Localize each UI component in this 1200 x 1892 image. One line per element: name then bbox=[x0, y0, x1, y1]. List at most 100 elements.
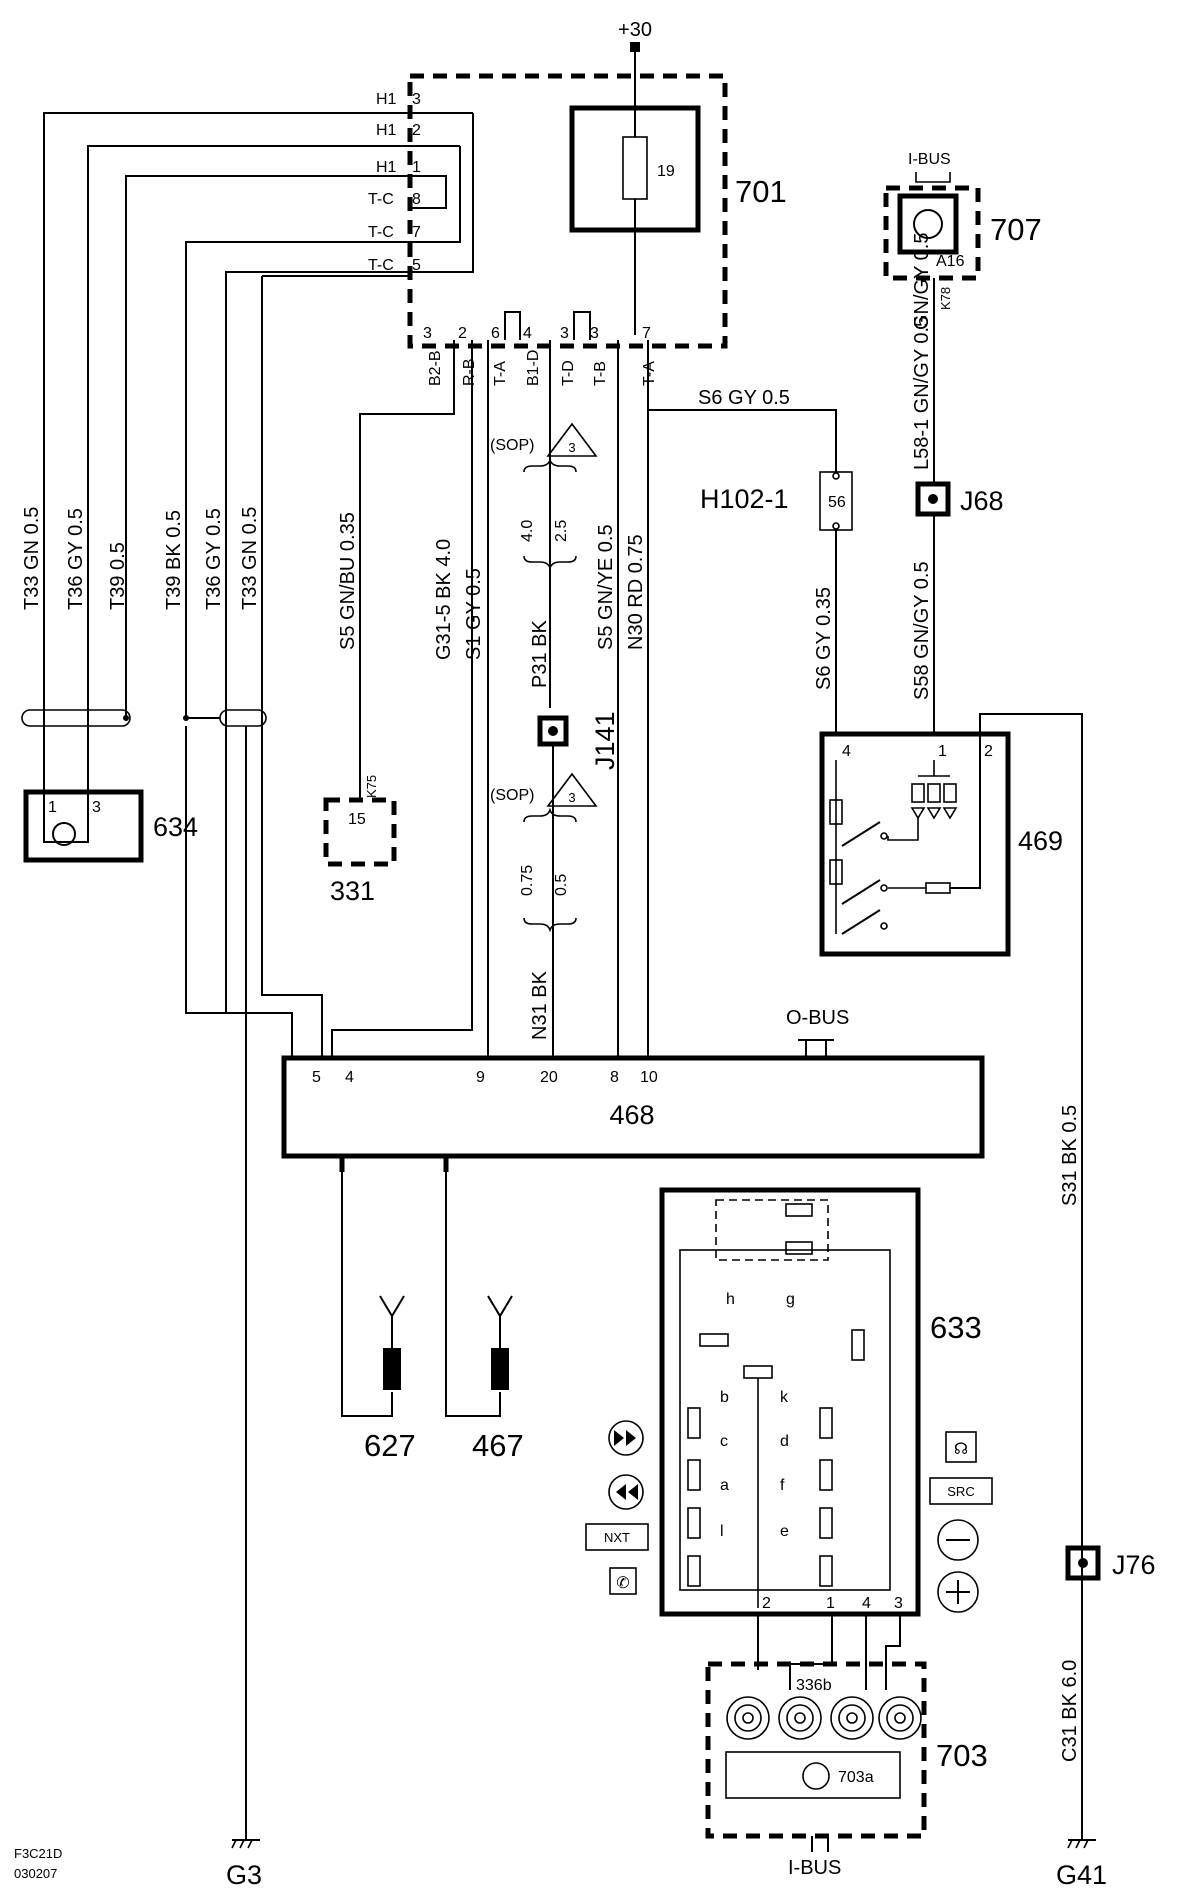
switch-a: a bbox=[720, 1477, 729, 1494]
sop-tri-1: 3 bbox=[568, 440, 575, 455]
ground-g41: G41 bbox=[1056, 1839, 1107, 1890]
pin-label-2: H1 bbox=[376, 159, 397, 176]
fuse-19 bbox=[622, 136, 648, 200]
svg-text:✆: ✆ bbox=[616, 1575, 629, 1592]
size-4-0: 4.0 bbox=[519, 520, 536, 542]
supply-30: +30 bbox=[618, 19, 652, 137]
bpin-6: 7 bbox=[642, 325, 651, 342]
voice-icon bbox=[945, 1431, 977, 1463]
pin-633-4: 4 bbox=[862, 1595, 871, 1612]
switch-f: f bbox=[780, 1477, 785, 1494]
twisted-pair-shield bbox=[21, 709, 267, 727]
wire-t33b: T33 GN 0.5 bbox=[239, 507, 261, 610]
bpin-name-2: T-A bbox=[492, 361, 509, 386]
label-467: 467 bbox=[472, 1428, 524, 1463]
component-707: I-BUS A16 707 bbox=[883, 151, 1042, 484]
component-468: 5 4 9 20 8 10 468 O-BUS bbox=[281, 1007, 985, 1172]
pin-a16: A16 bbox=[936, 253, 965, 270]
switch-d: d bbox=[780, 1433, 789, 1450]
wire-s31-label: S31 BK 0.5 bbox=[1059, 1105, 1081, 1206]
bpin-2: 6 bbox=[491, 325, 500, 342]
label-336b: 336b bbox=[796, 1677, 832, 1694]
drawing-date: 030207 bbox=[14, 1866, 57, 1881]
switch-h: h bbox=[726, 1291, 735, 1308]
pin-469-4: 4 bbox=[842, 743, 851, 760]
supply-label: +30 bbox=[618, 19, 652, 41]
switch-e: e bbox=[780, 1523, 789, 1540]
pin-331-15: 15 bbox=[348, 811, 366, 828]
bpin-name-3: B1-D bbox=[525, 350, 542, 386]
wire-s6top-label: S6 GY 0.5 bbox=[698, 387, 790, 409]
volume-up-icon bbox=[937, 1571, 979, 1613]
bpin-name-0: B2-B bbox=[427, 350, 444, 386]
pin-label-0: H1 bbox=[376, 91, 397, 108]
wire-s5b-label: S5 GN/YE 0.5 bbox=[595, 524, 617, 650]
pin-number-5: 5 bbox=[412, 257, 421, 274]
ibus-top-label: I-BUS bbox=[908, 151, 951, 168]
wire-t36b: T36 GY 0.5 bbox=[203, 508, 225, 610]
bpin-3: 4 bbox=[523, 325, 532, 342]
component-627: 627 bbox=[341, 1172, 416, 1463]
pin-label-1: H1 bbox=[376, 122, 397, 139]
size-2-5: 2.5 bbox=[553, 520, 570, 542]
bpin-0: 3 bbox=[423, 325, 432, 342]
wire-p31-label: P31 BK bbox=[529, 620, 551, 688]
obus-label: O-BUS bbox=[786, 1007, 849, 1029]
label-627: 627 bbox=[364, 1428, 416, 1463]
wire-gngy-label: GN/GY 0.5 bbox=[911, 233, 933, 330]
label-331: 331 bbox=[330, 876, 375, 906]
wire-s1-label: S1 GY 0.5 bbox=[463, 568, 485, 660]
pin-468-20: 20 bbox=[540, 1069, 558, 1086]
transistor-icon bbox=[913, 209, 943, 239]
label-j76: J76 bbox=[1112, 1550, 1156, 1580]
connector-701-left: H1 3 H1 2 H1 1 T-C 8 T-C 7 T-C 5 bbox=[368, 91, 421, 274]
label-707: 707 bbox=[990, 212, 1042, 247]
wire-t39a: T39 0.5 bbox=[107, 542, 129, 610]
bpin-name-5: T-B bbox=[592, 361, 609, 386]
source-label: SRC bbox=[947, 1484, 974, 1499]
wire-t33a: T33 GN 0.5 bbox=[21, 507, 43, 610]
wire-t39b: T39 BK 0.5 bbox=[163, 510, 185, 610]
label-701: 701 bbox=[735, 174, 787, 209]
pin-468-10: 10 bbox=[640, 1069, 658, 1086]
switch-g: g bbox=[786, 1291, 795, 1308]
volume-down-icon bbox=[937, 1519, 979, 1561]
h102-pin: 56 bbox=[828, 494, 846, 511]
pin-number-2: 1 bbox=[412, 159, 421, 176]
pin-469-1: 1 bbox=[938, 743, 947, 760]
pin-label-4: T-C bbox=[368, 224, 394, 241]
pin-number-0: 3 bbox=[412, 91, 421, 108]
label-j141: J141 bbox=[590, 711, 620, 770]
pin-633-1: 1 bbox=[826, 1595, 835, 1612]
label-j68: J68 bbox=[960, 486, 1004, 516]
component-633: h g b k c d a f l e 2 1 4 3 633 bbox=[659, 1187, 982, 1617]
component-703: 336b 703a 703 I-BUS bbox=[705, 1661, 988, 1879]
source-button-icon bbox=[929, 1477, 993, 1505]
pin-k75: K75 bbox=[364, 775, 379, 798]
rewind-icon bbox=[608, 1474, 644, 1510]
switch-b: b bbox=[720, 1389, 729, 1406]
phone-icon bbox=[609, 1567, 637, 1595]
wire-s6-label: S6 GY 0.35 bbox=[813, 587, 835, 690]
component-331: 15 331 K75 bbox=[323, 340, 455, 906]
ground-g3: G3 bbox=[226, 1839, 262, 1890]
next-button-icon bbox=[585, 1523, 649, 1551]
microphone-icon bbox=[52, 822, 76, 846]
pin-468-5: 5 bbox=[312, 1069, 321, 1086]
pin-633-3: 3 bbox=[894, 1595, 903, 1612]
svg-text:☊: ☊ bbox=[954, 1441, 968, 1458]
wire-s5a: S5 GN/BU 0.35 bbox=[337, 512, 359, 650]
switch-l: l bbox=[720, 1523, 724, 1540]
bpin-name-6: T-A bbox=[641, 361, 658, 386]
pin-number-3: 8 bbox=[412, 191, 421, 208]
pin-label-3: T-C bbox=[368, 191, 394, 208]
label-h102: H102-1 bbox=[700, 484, 789, 514]
wire-g31-label: G31-5 BK 4.0 bbox=[433, 539, 455, 660]
fast-forward-icon bbox=[608, 1420, 644, 1456]
pin-468-8: 8 bbox=[610, 1069, 619, 1086]
wire-g31 bbox=[331, 340, 473, 1058]
wire-s58-label: S58 GN/GY 0.5 bbox=[911, 561, 933, 700]
label-634: 634 bbox=[153, 812, 198, 842]
